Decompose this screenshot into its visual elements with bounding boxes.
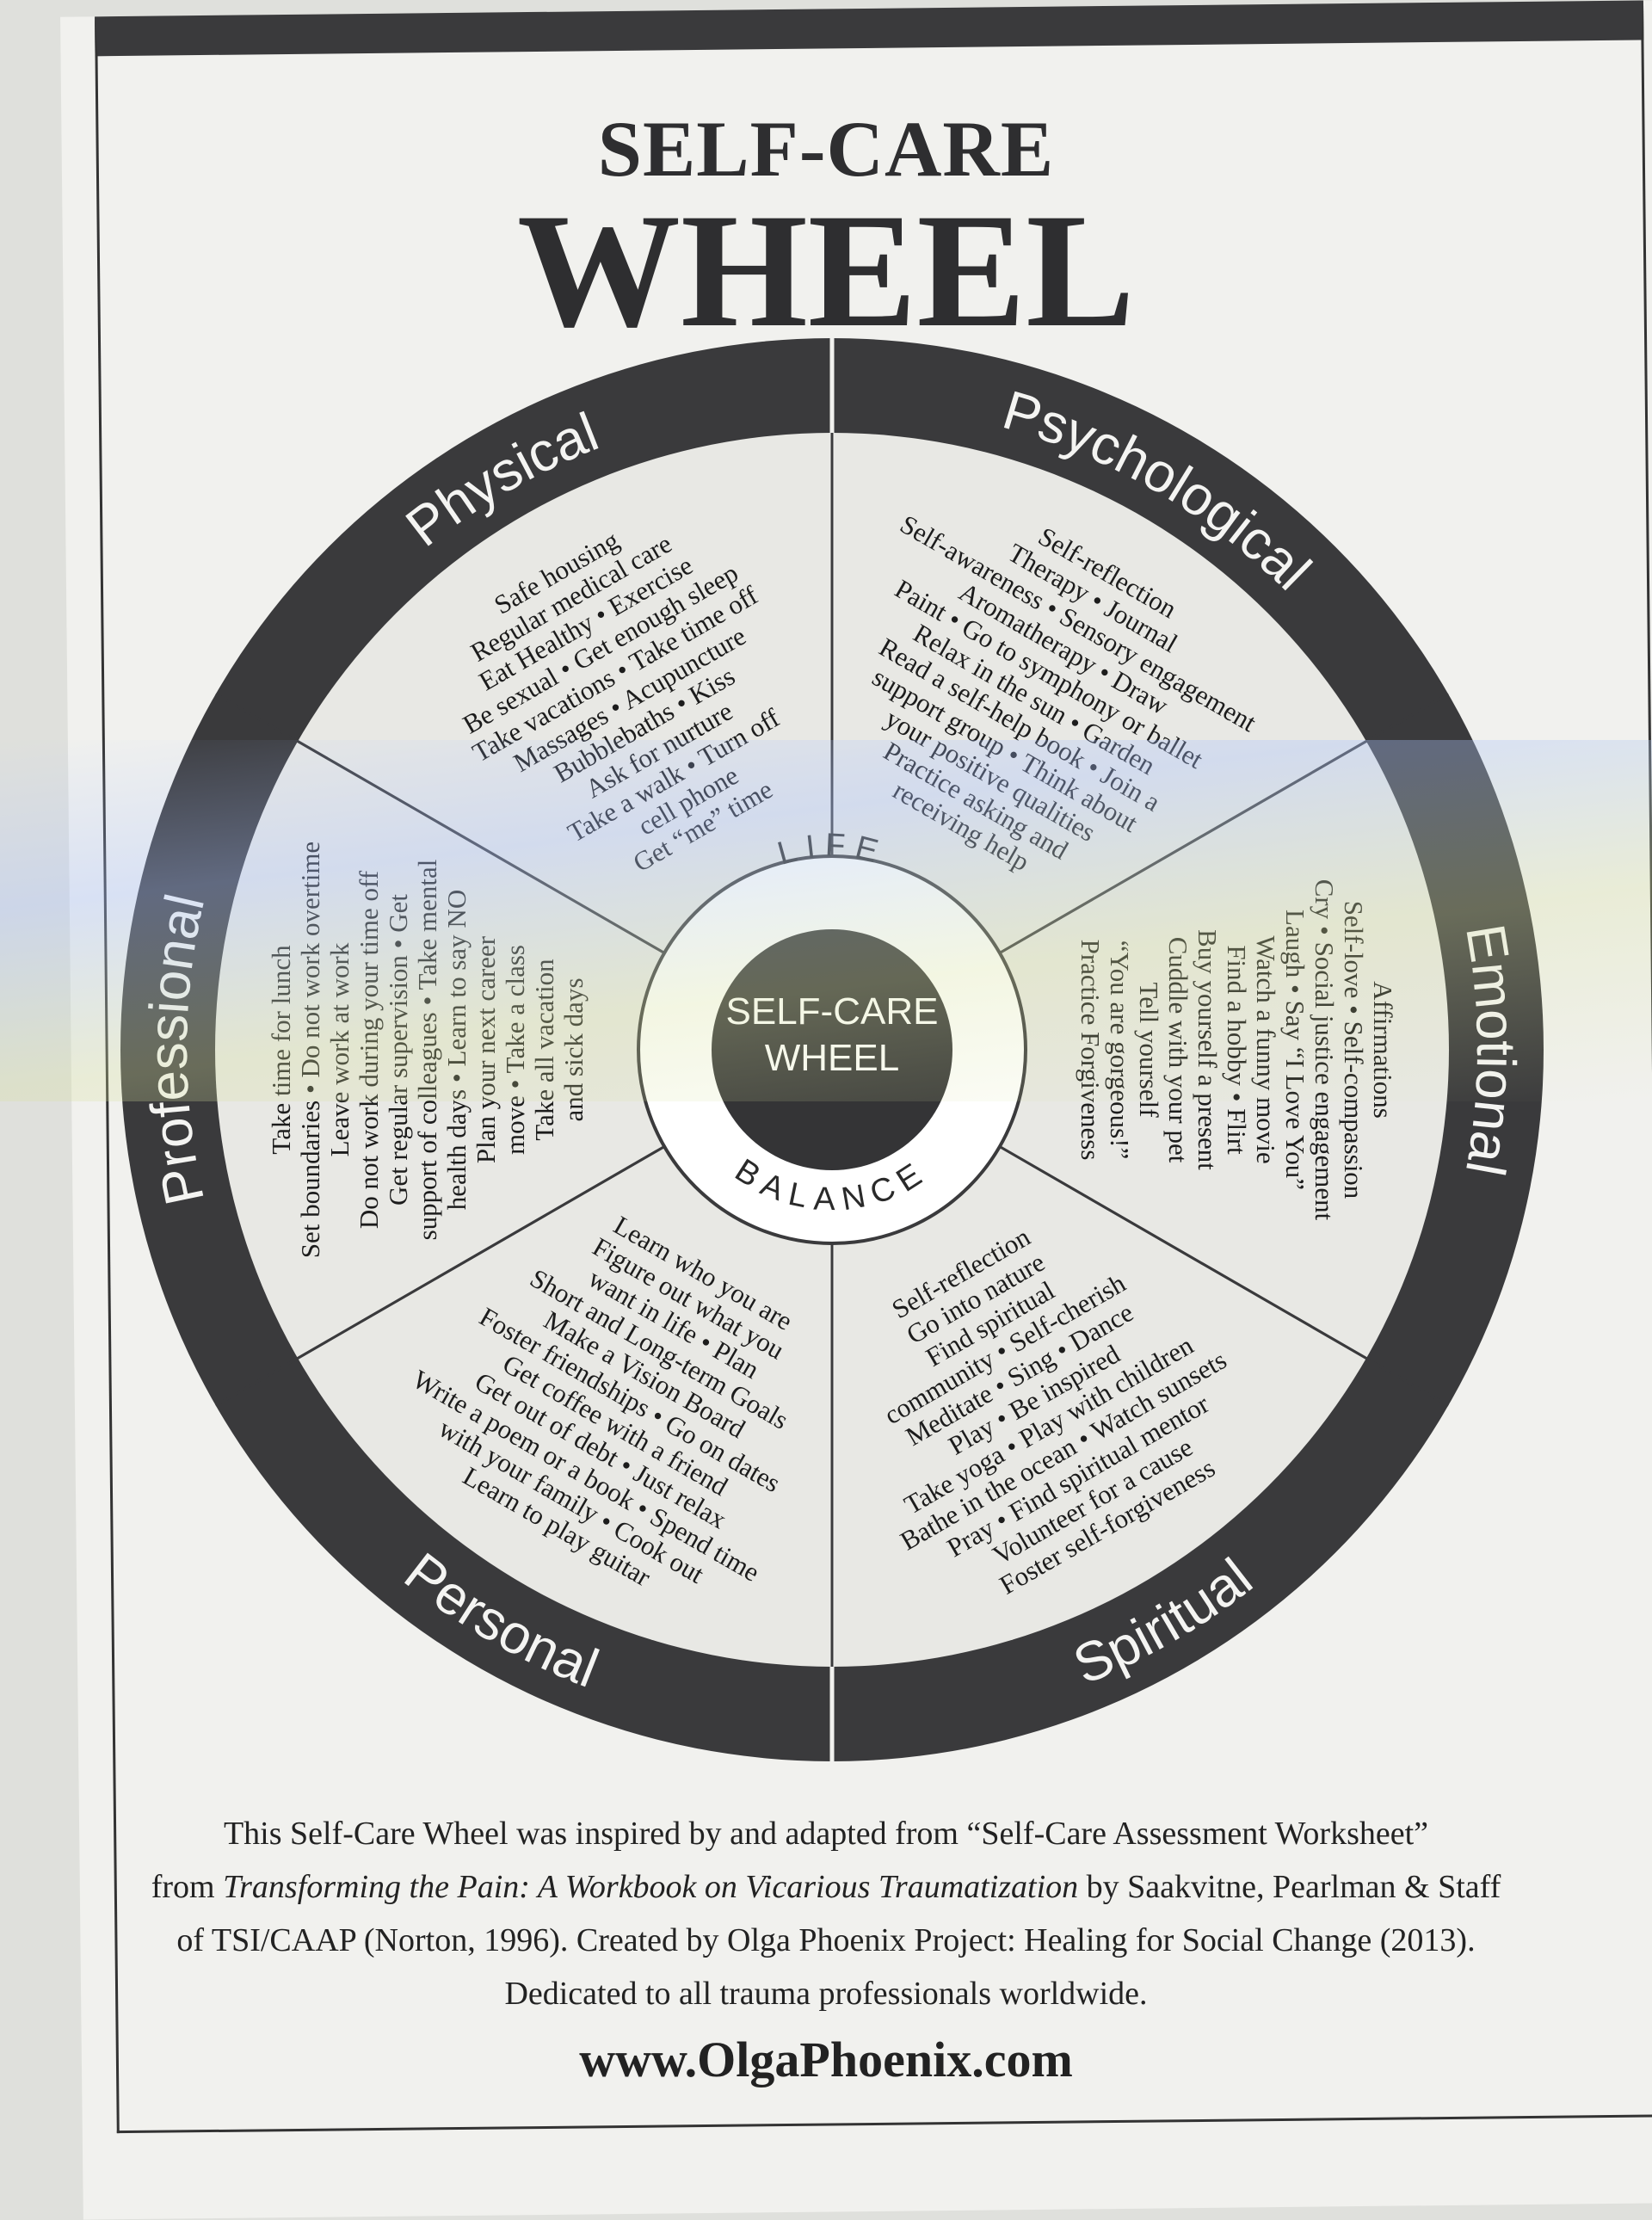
website-url: www.OlgaPhoenix.com [579,2032,1073,2087]
hub-title-line-2: WHEEL [765,1037,899,1079]
hub-center [712,929,952,1170]
segment-item: move • Take a class [500,945,530,1155]
segment-item: Cuddle with your pet [1163,937,1193,1163]
segment-item: Take time for lunch [266,945,296,1155]
segment-item: Laugh • Say “I Love You” [1280,910,1310,1190]
category-label-text: Emotional [1454,920,1527,1181]
segment-divider-inner [297,1145,665,1360]
hub-title-line-1: SELF-CARE [726,990,939,1033]
category-label-emotional: Emotional [1454,920,1527,1181]
segment-item: Plan your next career [471,935,501,1163]
segment-item: Practice Forgiveness [1076,940,1106,1161]
title-line-2: WHEEL [517,181,1135,361]
credit-text: This Self-Care Wheel was inspired by and… [69,1807,1583,2020]
segment-item: health days • Learn to say NO [441,890,472,1210]
segment-item: and sick days [558,977,589,1121]
credit-line-1: This Self-Care Wheel was inspired by and… [223,1816,1429,1852]
title-line-1: SELF-CARE [597,105,1055,193]
segment-item: Cry • Social justice engagement [1310,879,1340,1221]
segment-item: Take all vacation [529,959,559,1141]
segment-item: Get regular supervision • Get [383,894,413,1206]
segment-divider-inner [999,740,1367,954]
segment-item: Buy yourself a present [1193,929,1223,1170]
segment-item: Affirmations [1368,981,1398,1119]
segment-item: Tell yourself [1134,982,1164,1118]
segment-item: Watch a funny movie [1251,935,1281,1163]
credit-from: from [151,1869,224,1905]
credit-dedication: Dedicated to all trauma professionals wo… [504,1976,1148,2012]
segment-item: “You are gorgeous!” [1105,940,1135,1160]
credit-line-3: of TSI/CAAP (Norton, 1996). Created by O… [176,1922,1476,1958]
segment-item: Leave work at work [324,942,354,1156]
segment-item: Self-love • Self-compassion [1339,901,1369,1199]
segment-item: Set boundaries • Do not work overtime [295,842,325,1258]
segment-item: Do not work during your time off [354,870,384,1229]
segment-item: support of colleagues • Take mental [412,860,442,1241]
segment-item: Find a hobby • Flirt [1222,945,1252,1155]
segment-dividers [215,338,1449,1761]
segment-divider-inner [297,740,665,954]
credit-book-title: Transforming the Pain: A Workbook on Vic… [223,1869,1079,1905]
credit-authors: by Saakvitne, Pearlman & Staff [1078,1869,1501,1905]
segment-divider-inner [999,1145,1367,1360]
